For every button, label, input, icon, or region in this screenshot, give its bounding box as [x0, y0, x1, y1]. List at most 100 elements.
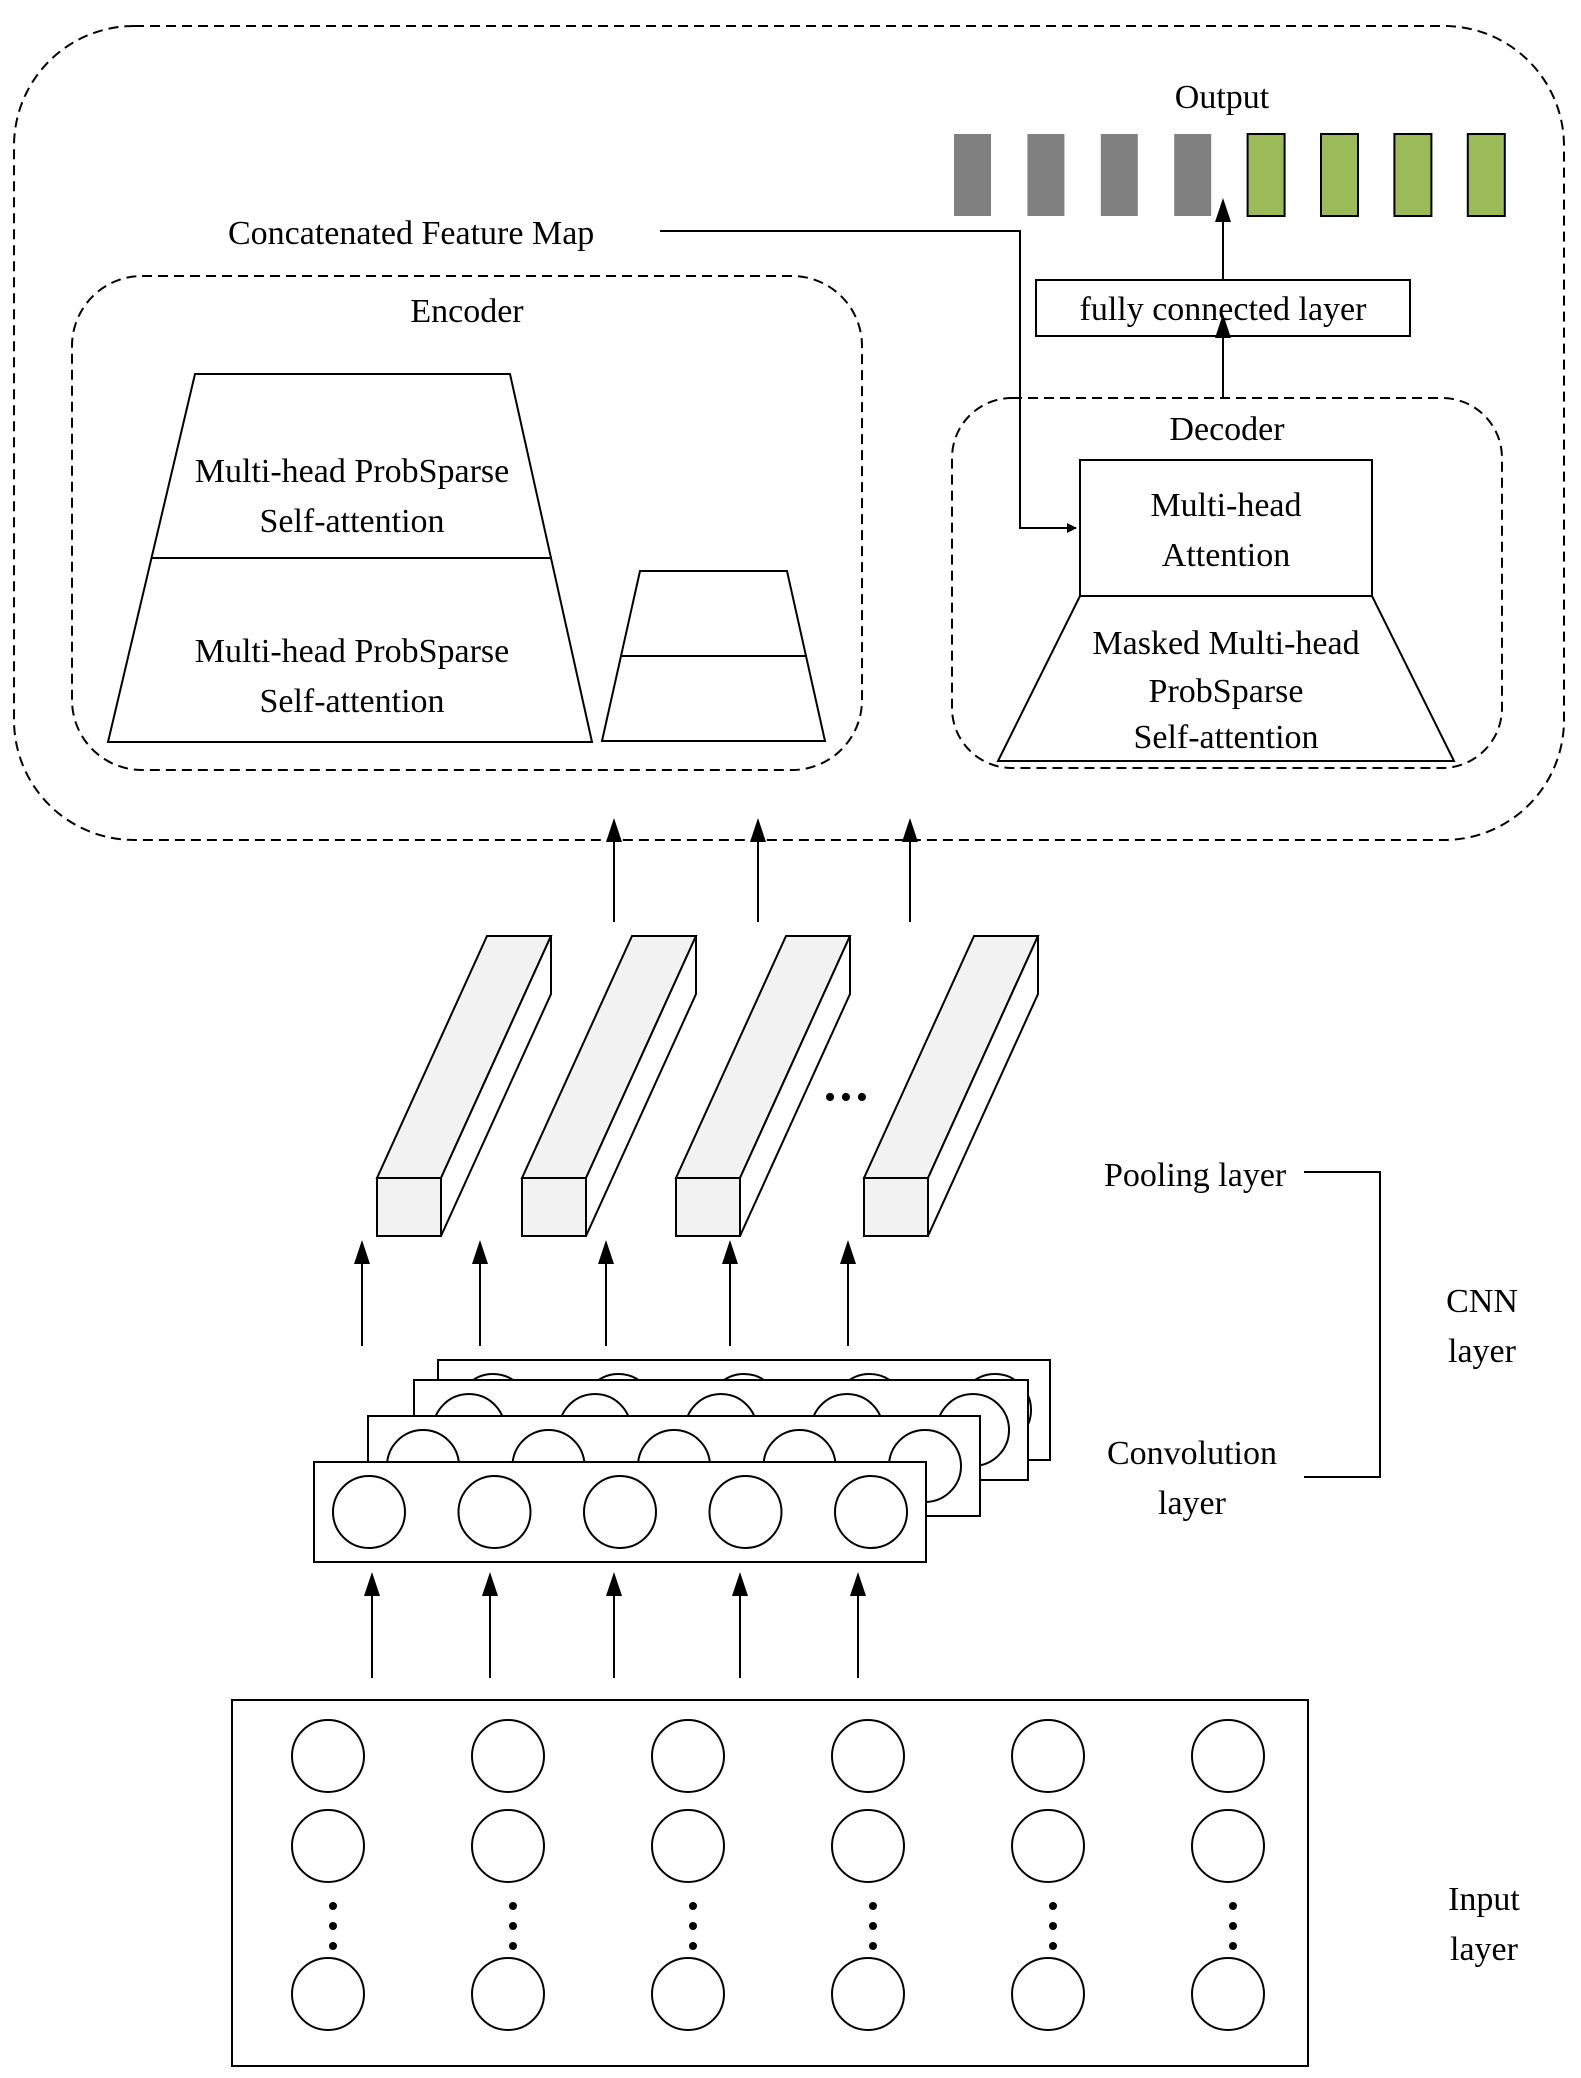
- output-predicted-cell: [1466, 133, 1506, 217]
- conv-node: [457, 1475, 532, 1549]
- input-node: [831, 1719, 905, 1793]
- input-node: [1191, 1719, 1265, 1793]
- conv-node: [834, 1475, 908, 1549]
- fully-connected-layer-label: fully connected layer: [1080, 291, 1368, 328]
- cnn-layer-label-line1: CNN: [1446, 1283, 1518, 1320]
- encoder-top-block-line1: Multi-head ProbSparse: [195, 453, 509, 490]
- input-column: [291, 1719, 365, 2031]
- output-past-cell: [954, 134, 991, 216]
- encoder-bottom-block-line2: Self-attention: [259, 683, 444, 720]
- input-node: [471, 1957, 545, 2031]
- input-node: [651, 1719, 725, 1793]
- vertical-ellipsis-dot: [1049, 1902, 1057, 1910]
- input-to-conv-arrows: [364, 1572, 866, 1678]
- convolution-layer-label-line2: layer: [1158, 1485, 1227, 1522]
- vertical-ellipsis-dot: [1049, 1942, 1057, 1950]
- output-label: Output: [1175, 79, 1270, 116]
- input-node: [651, 1809, 725, 1883]
- vertical-ellipsis-dot: [869, 1922, 877, 1930]
- decoder-multi-head-attention-box: [1079, 459, 1373, 597]
- pooling-bar-front-face: [376, 1177, 442, 1237]
- convolution-feature-map: [313, 1461, 927, 1563]
- vertical-ellipsis-dot: [1049, 1922, 1057, 1930]
- output-past-cell: [1174, 134, 1212, 216]
- encoder-bottom-block-line1: Multi-head ProbSparse: [195, 633, 509, 670]
- input-column: [471, 1719, 545, 2031]
- input-layer-label-line1: Input: [1448, 1881, 1520, 1918]
- feature-map-outline: [313, 1461, 927, 1563]
- decoder-attention-line2: Attention: [1162, 537, 1290, 574]
- output-past-cell: [1100, 134, 1138, 216]
- input-layer-box: [231, 1699, 1309, 2067]
- input-column: [831, 1719, 905, 2031]
- input-node: [291, 1809, 365, 1883]
- input-node-grid: [291, 1719, 1265, 2031]
- vertical-ellipsis-dot: [509, 1942, 517, 1950]
- input-column: [651, 1719, 725, 2031]
- pooling-bar-front-face: [675, 1177, 741, 1237]
- input-node: [471, 1719, 545, 1793]
- input-node: [291, 1719, 365, 1793]
- vertical-ellipsis-dot: [869, 1942, 877, 1950]
- concat-connector: [660, 230, 1077, 533]
- input-node: [831, 1957, 905, 2031]
- cnn-bracket: [1304, 1171, 1381, 1478]
- output-sequence: [954, 133, 1506, 217]
- conv-node: [583, 1475, 657, 1549]
- conv-node: [708, 1475, 783, 1549]
- input-node: [1011, 1719, 1085, 1793]
- pooling-to-informer-arrows: [606, 818, 918, 922]
- input-node: [1011, 1809, 1085, 1883]
- input-node: [1191, 1957, 1265, 2031]
- informer-container: [13, 25, 1565, 841]
- input-node: [831, 1809, 905, 1883]
- conv-node: [332, 1475, 406, 1549]
- vertical-ellipsis-dot: [689, 1922, 697, 1930]
- encoder-container: [71, 275, 863, 771]
- vertical-ellipsis-dot: [1229, 1942, 1237, 1950]
- decoder-masked-attention-block: [996, 595, 1456, 762]
- input-node: [651, 1957, 725, 2031]
- decoder-attention-line1: Multi-head: [1150, 487, 1301, 524]
- pooling-layer-label: Pooling layer: [1104, 1157, 1287, 1194]
- decoder-masked-line1: Masked Multi-head: [1092, 625, 1359, 662]
- pooling-bar-front-face: [521, 1177, 587, 1237]
- input-node: [1191, 1809, 1265, 1883]
- vertical-ellipsis-dot: [689, 1902, 697, 1910]
- output-predicted-cell: [1393, 133, 1433, 217]
- pooling-bar-front-face: [863, 1177, 929, 1237]
- input-column: [1011, 1719, 1085, 2031]
- pooling-ellipsis: •••: [824, 1079, 872, 1116]
- pooling-bar: [375, 935, 553, 1237]
- pooling-bar: [674, 935, 852, 1237]
- vertical-ellipsis-dot: [1229, 1922, 1237, 1930]
- output-predicted-cell: [1320, 133, 1359, 217]
- input-column: [1191, 1719, 1265, 2031]
- decoder-masked-line3: Self-attention: [1133, 719, 1318, 756]
- decoder-label: Decoder: [1169, 411, 1285, 448]
- conv-to-pooling-arrows: [354, 1240, 856, 1346]
- concatenated-feature-map-label: Concatenated Feature Map: [228, 215, 594, 252]
- encoder-label: Encoder: [410, 293, 524, 330]
- vertical-ellipsis-dot: [689, 1942, 697, 1950]
- output-predicted-cell: [1246, 133, 1286, 217]
- decoder-container: [951, 397, 1503, 769]
- convolution-layer-label-line1: Convolution: [1107, 1435, 1277, 1472]
- cnn-layer-label-line2: layer: [1448, 1333, 1517, 1370]
- convolution-layer-maps: [313, 1359, 1051, 1563]
- vertical-ellipsis-dot: [509, 1922, 517, 1930]
- vertical-ellipsis-dot: [869, 1902, 877, 1910]
- vertical-ellipsis-dot: [329, 1902, 337, 1910]
- pooling-layer-bars: [375, 935, 1040, 1237]
- pooling-bar: [862, 935, 1040, 1237]
- vertical-ellipsis-dot: [509, 1902, 517, 1910]
- input-layer-label-line2: layer: [1450, 1931, 1519, 1968]
- input-node: [471, 1809, 545, 1883]
- input-node: [1011, 1957, 1085, 2031]
- vertical-ellipsis-dot: [1229, 1902, 1237, 1910]
- pooling-bar: [520, 935, 698, 1237]
- encoder-top-block-line2: Self-attention: [259, 503, 444, 540]
- vertical-ellipsis-dot: [329, 1942, 337, 1950]
- input-node: [291, 1957, 365, 2031]
